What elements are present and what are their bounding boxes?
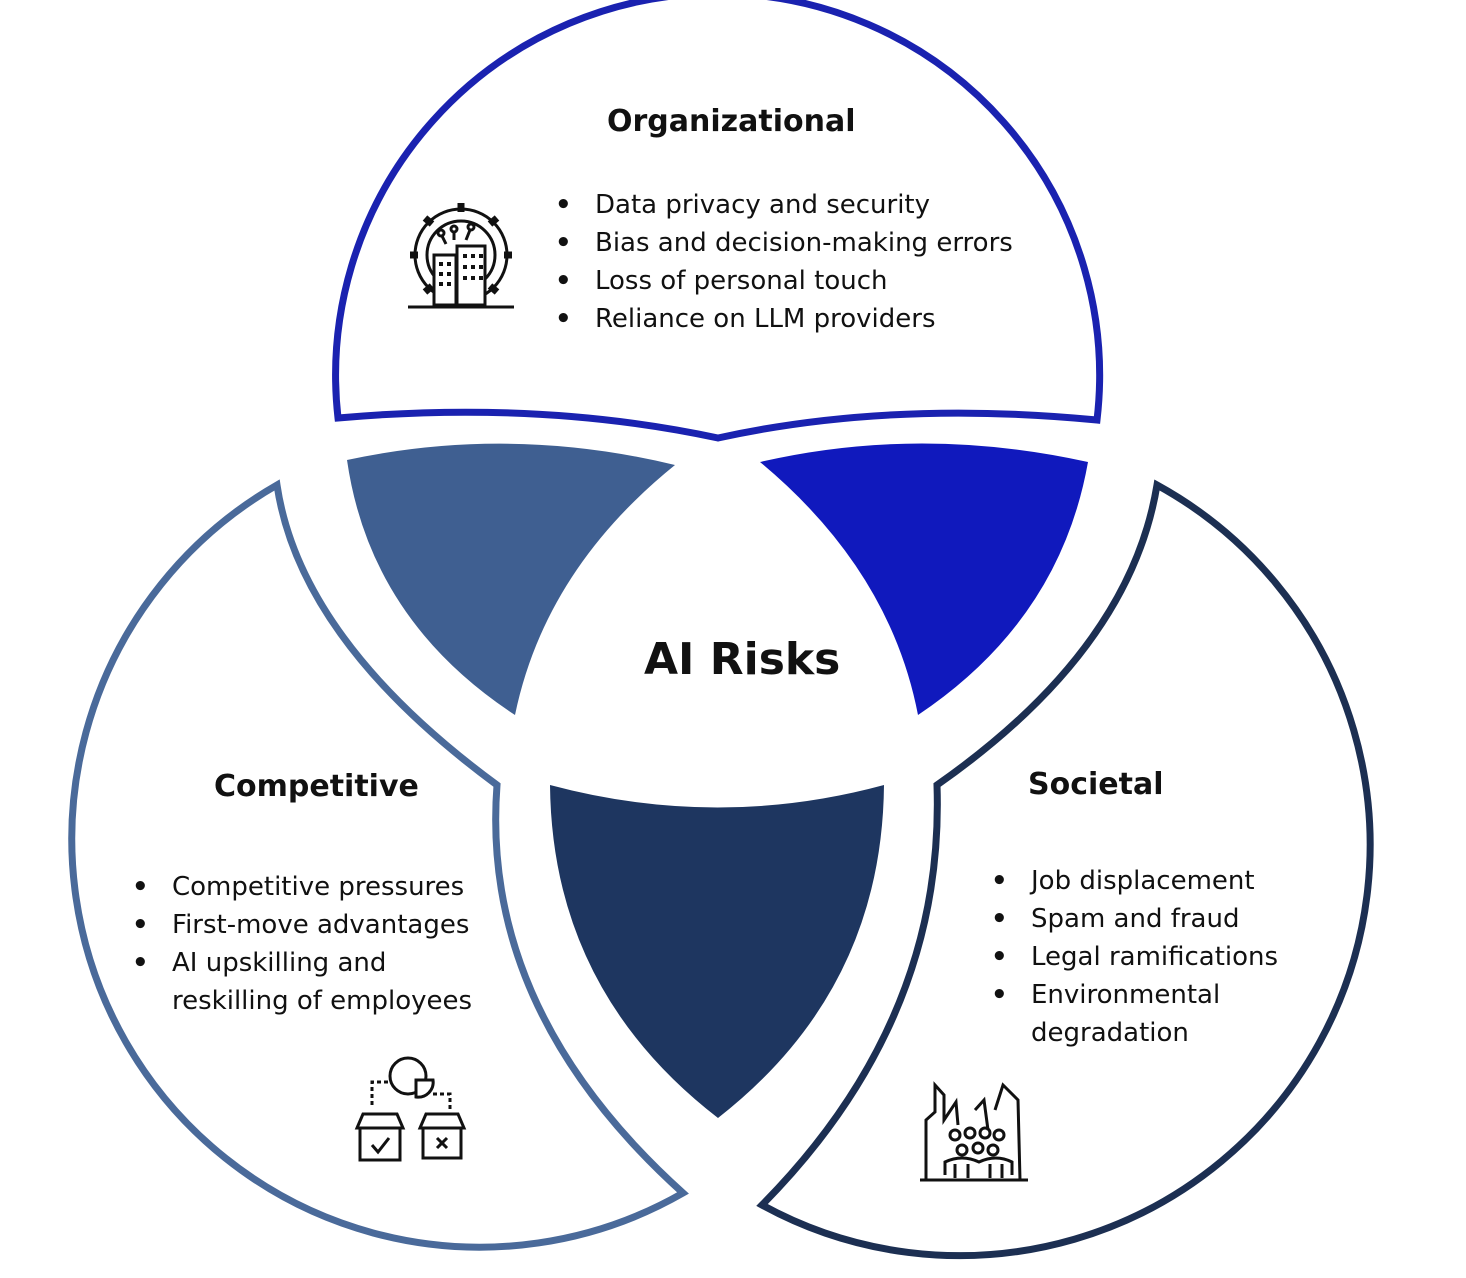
societal-circle xyxy=(756,479,1374,1260)
organizational-title: Organizational xyxy=(607,104,856,139)
bullet-icon: • xyxy=(991,904,1008,934)
competitive-circle xyxy=(68,479,689,1251)
risk-item: •First-move advantages xyxy=(132,906,472,944)
societal-risk-list: •Job displacement•Spam and fraud•Legal r… xyxy=(991,862,1278,1052)
bullet-icon: • xyxy=(555,190,572,220)
bullet-icon: • xyxy=(555,266,572,296)
bullet-icon: • xyxy=(132,910,149,940)
organizational-risk-list: •Data privacy and security•Bias and deci… xyxy=(555,186,1013,338)
risk-item: •Spam and fraud xyxy=(991,900,1278,938)
risk-item: •Reliance on LLM providers xyxy=(555,300,1013,338)
competitive-risk-list: •Competitive pressures•First-move advant… xyxy=(132,868,472,1020)
gear-building-icon xyxy=(408,203,514,309)
bullet-icon: • xyxy=(991,866,1008,896)
risk-item: •Job displacement xyxy=(991,862,1278,900)
risk-item: •Competitive pressures xyxy=(132,868,472,906)
societal-title: Societal xyxy=(1028,767,1164,802)
bullet-icon: • xyxy=(991,980,1008,1010)
bullet-icon: • xyxy=(132,948,149,978)
market-stores-icon xyxy=(354,1056,467,1162)
bullet-icon: • xyxy=(991,942,1008,972)
risk-item: •Legal ramifications xyxy=(991,938,1278,976)
overlap-org-societal xyxy=(760,443,1088,715)
risk-item: •Data privacy and security xyxy=(555,186,1013,224)
risk-item: •Loss of personal touch xyxy=(555,262,1013,300)
organizational-circle xyxy=(332,0,1104,442)
competitive-title: Competitive xyxy=(214,769,419,804)
overlap-org-competitive xyxy=(347,443,675,715)
bullet-icon: • xyxy=(555,228,572,258)
risk-item: •Bias and decision-making errors xyxy=(555,224,1013,262)
center-title: AI Risks xyxy=(644,634,841,685)
bullet-icon: • xyxy=(555,304,572,334)
city-people-icon xyxy=(920,1081,1028,1182)
bullet-icon: • xyxy=(132,872,149,902)
overlap-competitive-societal xyxy=(550,785,884,1118)
